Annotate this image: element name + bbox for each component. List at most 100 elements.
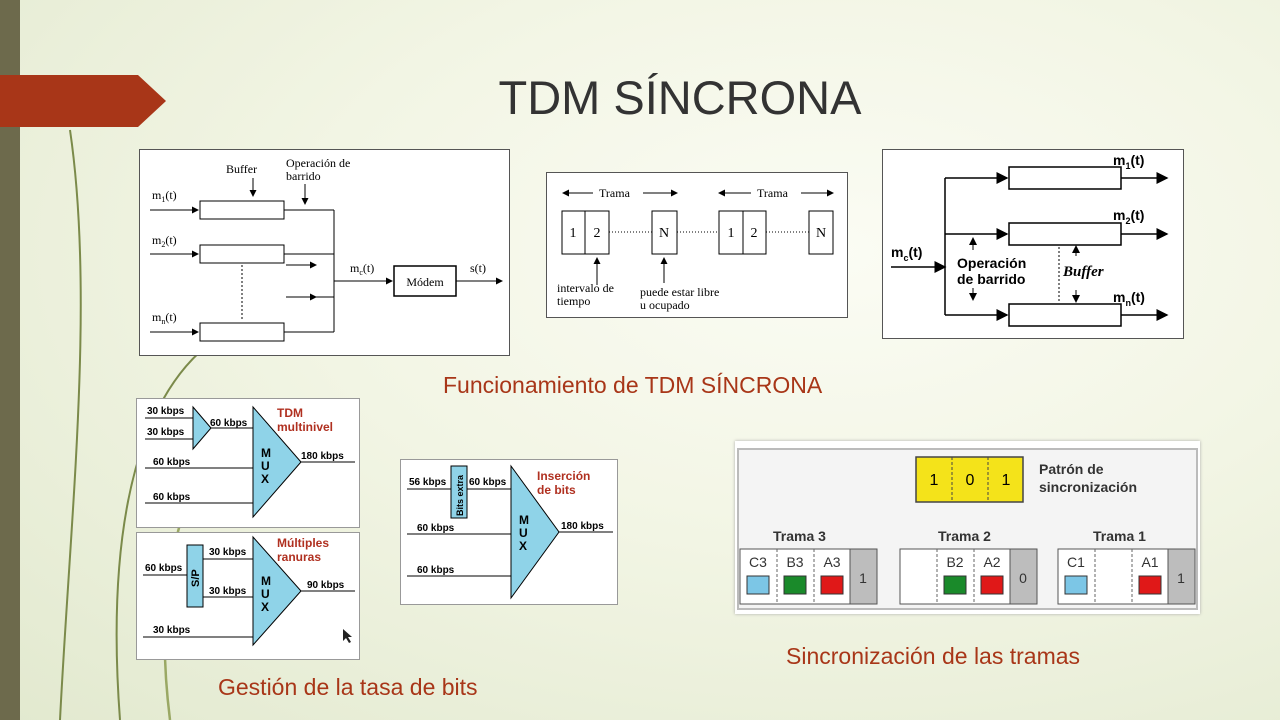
mux-m: M <box>261 446 271 460</box>
out-m2: m2(t) <box>1113 207 1144 226</box>
figure-demux: m1(t) m2(t) mn(t) mc(t) Operación de bar… <box>882 149 1184 339</box>
left-accent-bar <box>0 0 20 720</box>
caption-gestion: Gestión de la tasa de bits <box>218 674 478 700</box>
slot-2: 2 <box>594 226 601 241</box>
t3-slot-b: B3 <box>786 554 803 570</box>
multinivel-in4: 60 kbps <box>153 492 191 503</box>
multinivel-mid: 60 kbps <box>210 418 248 429</box>
ranuras-out: 90 kbps <box>307 580 345 591</box>
trama1-frame: C1 A1 1 <box>1057 548 1196 605</box>
figure-frames: Trama Trama 1 2 N 1 2 N intervalo de tie… <box>546 172 848 318</box>
ranuras-sp: S/P <box>190 569 202 587</box>
insercion-in1: 56 kbps <box>409 477 447 488</box>
barrido-label-2: barrido <box>286 169 321 183</box>
mux-triangle <box>252 405 302 519</box>
insercion-bits: Bits extra <box>455 474 465 516</box>
figure-ranuras: 60 kbps S/P 30 kbps 30 kbps 30 kbps M U … <box>136 532 360 660</box>
figure-mux: Buffer Operación de barrido m1(t) m2(t) … <box>139 149 510 356</box>
sync-pattern-box <box>915 456 1024 503</box>
multinivel-title-2: multinivel <box>277 420 333 434</box>
trama1-label: Trama 1 <box>1093 528 1146 544</box>
intervalo-label-2: tiempo <box>557 294 590 308</box>
t3-slot-c: C3 <box>749 554 767 570</box>
slot-2b: 2 <box>751 226 758 241</box>
title-arrow-tab <box>0 75 166 127</box>
out-m1: m1(t) <box>1113 152 1144 171</box>
in-mc: mc(t) <box>891 244 922 263</box>
t3-slot-a: A3 <box>823 554 840 570</box>
t2-slot-a: A2 <box>983 554 1000 570</box>
insercion-title-1: Inserción <box>537 469 590 483</box>
cursor-icon <box>343 629 352 643</box>
libre-label-1: puede estar libre <box>640 285 719 299</box>
buffer-label: Buffer <box>226 162 257 176</box>
caption-sincronizacion: Sincronización de las tramas <box>786 643 1081 669</box>
libre-label-2: u ocupado <box>640 298 690 312</box>
insercion-in2: 60 kbps <box>417 523 455 534</box>
ranuras-mux-m: M <box>261 574 271 588</box>
slot-nb: N <box>816 226 826 241</box>
slot-n: N <box>659 226 669 241</box>
mux-x: X <box>261 472 269 486</box>
buffer-2 <box>199 244 285 264</box>
caption-funcionamiento: Funcionamiento de TDM SÍNCRONA <box>443 372 823 398</box>
modem-label: Módem <box>406 275 444 289</box>
trama3-label: Trama 3 <box>773 528 826 544</box>
insercion-o1: 60 kbps <box>469 477 507 488</box>
insercion-out: 180 kbps <box>561 521 604 532</box>
figure-sync: 1 0 1 Patrón de sincronización Trama 3 T… <box>735 441 1200 614</box>
trama-label-1: Trama <box>599 186 631 200</box>
m1-label: m1(t) <box>152 188 177 204</box>
multinivel-title-1: TDM <box>277 406 303 420</box>
trama2-frame: B2 A2 0 <box>899 548 1038 605</box>
sync-pattern-label-1: Patrón de <box>1039 461 1104 477</box>
insercion-mux-x: X <box>519 539 527 553</box>
ranuras-in1: 60 kbps <box>145 563 183 574</box>
sync-bit-3: 1 <box>1002 472 1011 489</box>
ranuras-o2: 30 kbps <box>209 586 247 597</box>
mc-label: mc(t) <box>350 261 374 277</box>
trama2-label: Trama 2 <box>938 528 991 544</box>
out-mn: mn(t) <box>1113 289 1145 308</box>
multinivel-in3: 60 kbps <box>153 457 191 468</box>
sync-pattern-label-2: sincronización <box>1039 479 1137 495</box>
barrido-label-1: Operación de <box>286 156 350 170</box>
intervalo-label-1: intervalo de <box>557 281 614 295</box>
multinivel-in2: 30 kbps <box>147 427 185 438</box>
op-label-2: de barrido <box>957 271 1025 287</box>
trama-label-2: Trama <box>757 186 789 200</box>
insercion-in3: 60 kbps <box>417 565 455 576</box>
ranuras-mux-u: U <box>261 587 270 601</box>
mux-u: U <box>261 459 270 473</box>
st-label: s(t) <box>470 261 486 275</box>
t3-sync-bit: 1 <box>859 570 867 586</box>
insercion-mux-m: M <box>519 513 529 527</box>
buffer-1 <box>199 200 285 220</box>
insercion-title-2: de bits <box>537 483 576 497</box>
ranuras-title-1: Múltiples <box>277 536 329 550</box>
t1-sync-bit: 1 <box>1177 570 1185 586</box>
ranuras-mux-x: X <box>261 600 269 614</box>
m2-label: m2(t) <box>152 233 177 249</box>
insercion-mux-u: U <box>519 526 528 540</box>
t1-slot-c: C1 <box>1067 554 1085 570</box>
mn-label: mn(t) <box>152 310 177 326</box>
slot-1: 1 <box>570 226 577 241</box>
t1-slot-a: A1 <box>1141 554 1158 570</box>
figure-multinivel: 30 kbps 30 kbps 60 kbps 60 kbps 60 kbps … <box>136 398 360 528</box>
sync-bit-1: 1 <box>930 472 939 489</box>
sync-bit-2: 0 <box>966 472 975 489</box>
slide-title: TDM SÍNCRONA <box>498 71 862 124</box>
buffer-label-demux: Buffer <box>1062 264 1104 280</box>
t2-sync-bit: 0 <box>1019 570 1027 586</box>
ranuras-title-2: ranuras <box>277 550 321 564</box>
trama3-frame: C3 B3 A3 1 <box>739 548 878 605</box>
multinivel-out: 180 kbps <box>301 451 344 462</box>
slot-1b: 1 <box>728 226 735 241</box>
figure-insercion: 56 kbps Bits extra 60 kbps 60 kbps 60 kb… <box>400 459 618 605</box>
multinivel-in1: 30 kbps <box>147 406 185 417</box>
buffer-n <box>199 322 285 342</box>
op-label-1: Operación <box>957 255 1026 271</box>
ranuras-o1: 30 kbps <box>209 547 247 558</box>
ranuras-in2: 30 kbps <box>153 625 191 636</box>
